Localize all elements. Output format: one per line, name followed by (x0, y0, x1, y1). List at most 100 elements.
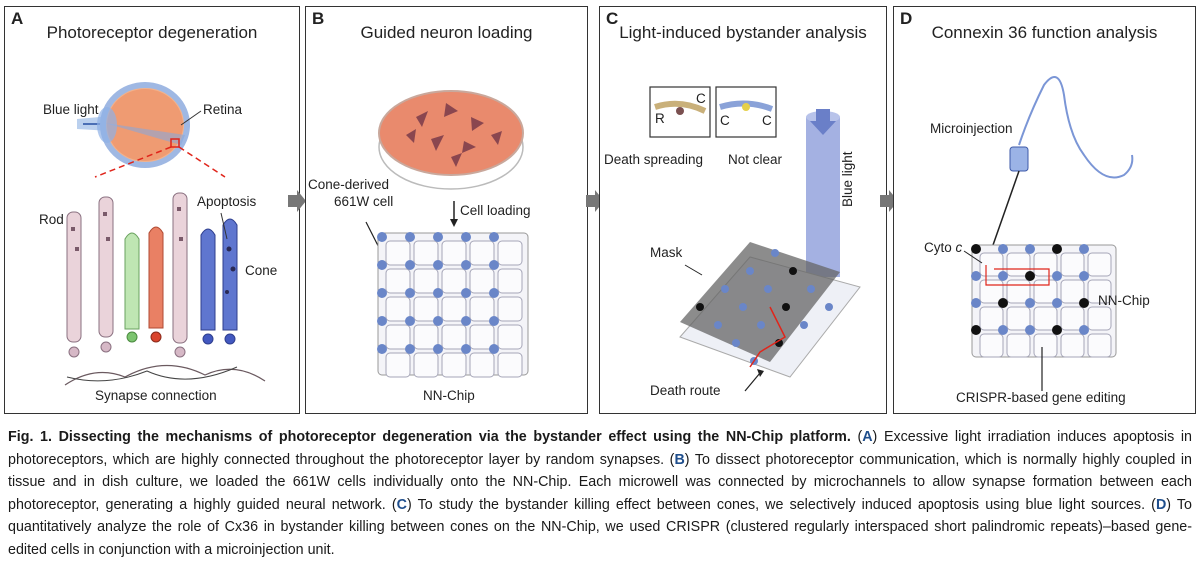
microwell (413, 240, 439, 266)
cell-node (433, 232, 443, 242)
c-label-2: C (720, 113, 730, 128)
c-label-3: C (762, 113, 772, 128)
panel-a-illustration (64, 82, 266, 386)
cell-node (1025, 298, 1035, 308)
cyto-c-italic: c (955, 240, 963, 255)
panel-d: D Connexin 36 function analysis Microinj… (893, 6, 1196, 414)
panel-d-illustration (963, 76, 1134, 391)
cell-node (757, 321, 765, 329)
cell-node (739, 303, 747, 311)
caption-letter-d: D (1155, 496, 1167, 513)
microwell (497, 240, 523, 266)
death-spreading-label: Death spreading (604, 152, 704, 167)
cell-node (377, 232, 387, 242)
blue-light-label-c: Blue light (840, 151, 855, 207)
microwell (979, 333, 1004, 358)
caption-text-a: Excessive light irradiation induces apop… (8, 429, 1192, 468)
cell-node (461, 260, 471, 270)
figure-caption: Fig. 1. Dissecting the mechanisms of pho… (8, 429, 1193, 558)
microwell (1060, 306, 1085, 331)
cell-node (433, 260, 443, 270)
cone-derived-label: Cone-derived (308, 177, 390, 192)
cell-node (489, 316, 499, 326)
microwell (1060, 279, 1085, 304)
blue-light-label: Blue light (43, 102, 99, 117)
cell-node (771, 249, 779, 257)
cell-node (998, 244, 1008, 254)
rod-label: Rod (39, 212, 64, 227)
cell-node (489, 288, 499, 298)
cell-node (1079, 244, 1089, 254)
microwell (469, 268, 495, 294)
microwell (413, 324, 439, 350)
panel-a-letter: A (11, 9, 24, 28)
microwell (413, 296, 439, 322)
apoptosis-label: Apoptosis (197, 194, 257, 209)
cell-node (1025, 244, 1035, 254)
microwell (441, 352, 467, 378)
fig-number: Fig. 1. (8, 429, 52, 445)
cyto-c-label: Cyto c (924, 240, 962, 255)
caption-text-b: To dissect photoreceptor communication, … (8, 451, 1193, 513)
microwell (441, 296, 467, 322)
caption-text-c: To study the bystander killing effect be… (417, 496, 1146, 513)
microwell (413, 268, 439, 294)
mask-label: Mask (650, 245, 683, 260)
cell-node (405, 260, 415, 270)
cell-node (746, 267, 754, 275)
cell-node (377, 288, 387, 298)
not-clear-label: Not clear (728, 152, 783, 167)
microwell (385, 296, 411, 322)
cell-node (789, 267, 797, 275)
cell-node (405, 344, 415, 354)
death-route-label: Death route (650, 383, 721, 398)
panel-d-title: Connexin 36 function analysis (931, 23, 1158, 42)
cell-node (405, 316, 415, 326)
microwell (1060, 333, 1085, 358)
microwell (1033, 252, 1058, 277)
microwell (979, 279, 1004, 304)
microwell (497, 324, 523, 350)
microwell (1006, 252, 1031, 277)
microwell (1087, 333, 1112, 358)
cell-node (1079, 325, 1089, 335)
cell-node (377, 344, 387, 354)
cell-node (1079, 271, 1089, 281)
cell-node (461, 316, 471, 326)
cell-661w-label: 661W cell (334, 194, 394, 209)
cell-node (461, 232, 471, 242)
microwell (1033, 333, 1058, 358)
cell-node (1052, 298, 1062, 308)
cell-node (998, 298, 1008, 308)
cell-node (1052, 325, 1062, 335)
panel-c-illustration (649, 86, 861, 392)
cell-node (1079, 298, 1089, 308)
cone-label: Cone (245, 263, 278, 278)
c-label-1: C (696, 91, 706, 106)
nn-chip-grid-c (696, 249, 833, 365)
cell-node (1052, 244, 1062, 254)
microinjection-label: Microinjection (930, 121, 1013, 136)
nn-chip-grid-b (377, 232, 523, 378)
retina-label: Retina (203, 102, 243, 117)
microwell (385, 324, 411, 350)
nn-chip-label-d: NN-Chip (1098, 293, 1150, 308)
cell-node (732, 339, 740, 347)
cell-node (489, 344, 499, 354)
caption-letter-b: B (674, 451, 685, 468)
microwell (441, 240, 467, 266)
cell-node (998, 271, 1008, 281)
cell-node (489, 232, 499, 242)
caption-text-d: To quantitatively analyze the role of Cx… (8, 496, 1193, 558)
cell-node (998, 325, 1008, 335)
cell-loading-label: Cell loading (460, 203, 531, 218)
microwell (385, 352, 411, 378)
microwell (1006, 279, 1031, 304)
panel-d-letter: D (900, 9, 913, 28)
panel-b-illustration (365, 90, 529, 378)
cell-node (489, 260, 499, 270)
microwell (385, 268, 411, 294)
cell-node (800, 321, 808, 329)
microwell (497, 296, 523, 322)
cell-node (433, 288, 443, 298)
